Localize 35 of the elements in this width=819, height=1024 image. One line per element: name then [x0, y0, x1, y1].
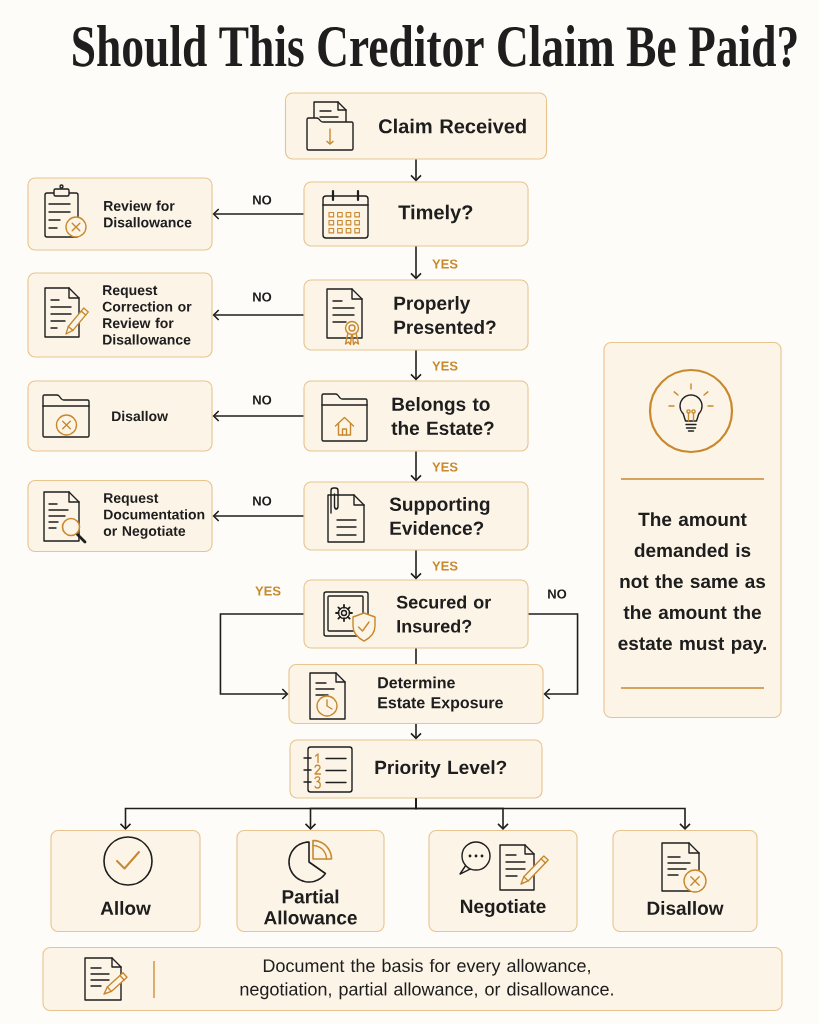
- action-box: Disallow: [27, 380, 213, 452]
- arrow: [410, 245, 422, 280]
- edge-label: NO: [251, 291, 273, 303]
- edge-label: YES: [431, 258, 459, 270]
- arrow: [212, 208, 305, 220]
- title: Should This Creditor Claim Be Paid?: [73, 25, 797, 67]
- arrow: [410, 158, 422, 182]
- decision-box: Secured or Insured?: [303, 579, 529, 649]
- edge-label: YES: [431, 560, 459, 572]
- decision-box: Priority Level?: [289, 739, 543, 799]
- arrow: [410, 450, 422, 482]
- edge-label: NO: [251, 194, 273, 206]
- arrow: [415, 797, 691, 830]
- edge-label: YES: [431, 360, 459, 372]
- edge-label: YES: [431, 461, 459, 473]
- note-bar: Document the basis for every allowance, negotiation, partial allowance, or disallowance.: [42, 946, 783, 1012]
- arrow: [410, 723, 422, 740]
- outcome-box: Allow: [50, 829, 201, 933]
- edge-label: YES: [254, 585, 282, 597]
- edge-label: NO: [251, 495, 273, 507]
- decision-box: Belongs to the Estate?: [303, 380, 529, 452]
- note-box: The amount demanded is not the same as the amount the estate must pay.: [603, 341, 782, 719]
- arrow: [212, 510, 305, 522]
- decision-box: Timely?: [303, 181, 529, 247]
- arrow: [212, 309, 305, 321]
- action-box: Review for Disallowance: [27, 177, 213, 251]
- arrow: [219, 613, 305, 700]
- arrow: [212, 410, 305, 422]
- outcome-box: Partial Allowance: [236, 829, 385, 933]
- connector-line: [415, 647, 417, 665]
- edge-label: NO: [546, 588, 568, 600]
- arrow: [410, 549, 422, 580]
- arrow: [527, 613, 579, 700]
- edge-label: NO: [251, 394, 273, 406]
- arrow: [410, 349, 422, 381]
